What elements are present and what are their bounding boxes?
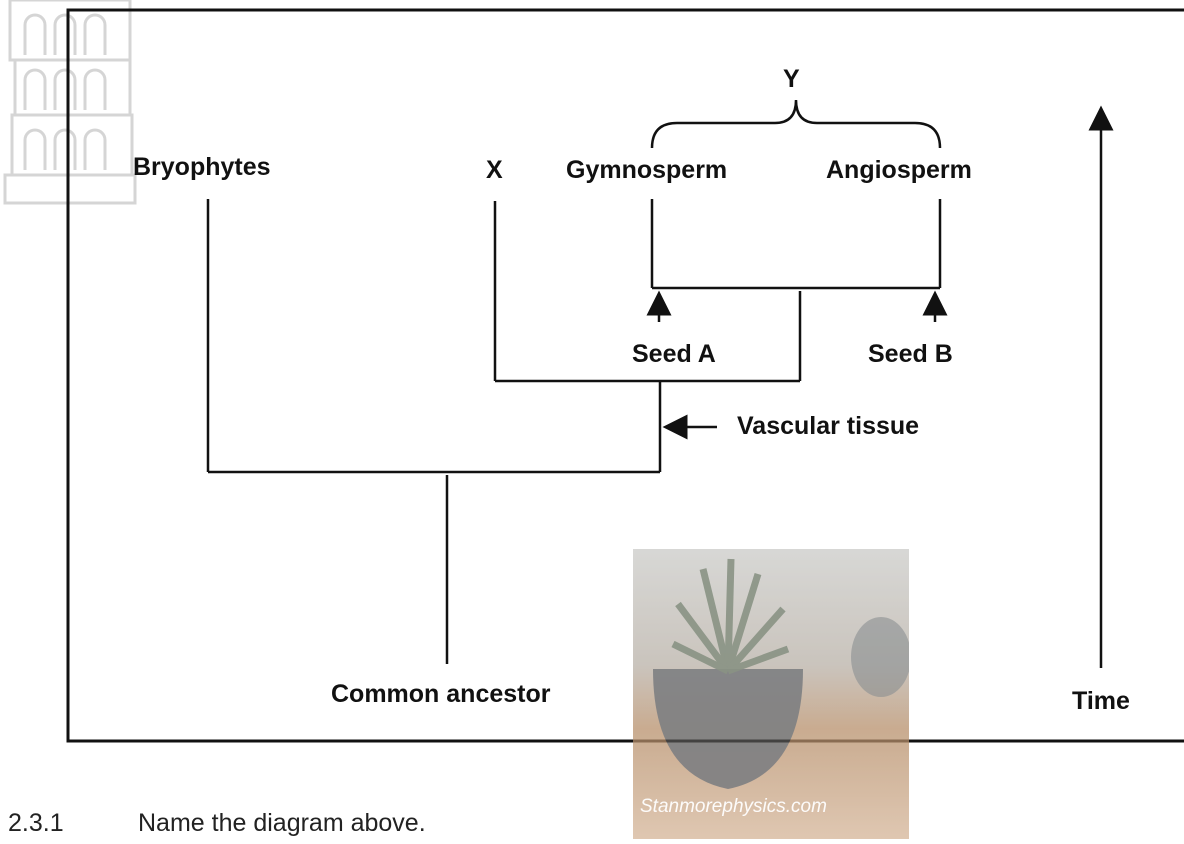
label-vascular-tissue: Vascular tissue [737,411,919,441]
diagram-frame [68,10,1184,741]
label-seed-a: Seed A [632,339,716,369]
question-number: 2.3.1 [8,808,64,838]
label-common-ancestor: Common ancestor [331,679,550,709]
y-brace [652,100,940,148]
label-x: X [486,155,503,185]
label-time: Time [1072,686,1130,716]
watermark-caption: Stanmorephysics.com [640,796,827,818]
label-bryophytes: Bryophytes [133,152,271,182]
label-angiosperm: Angiosperm [826,155,972,185]
question-text: Name the diagram above. [138,808,426,838]
label-seed-b: Seed B [868,339,953,369]
label-gymnosperm: Gymnosperm [566,155,727,185]
label-y: Y [783,64,800,94]
